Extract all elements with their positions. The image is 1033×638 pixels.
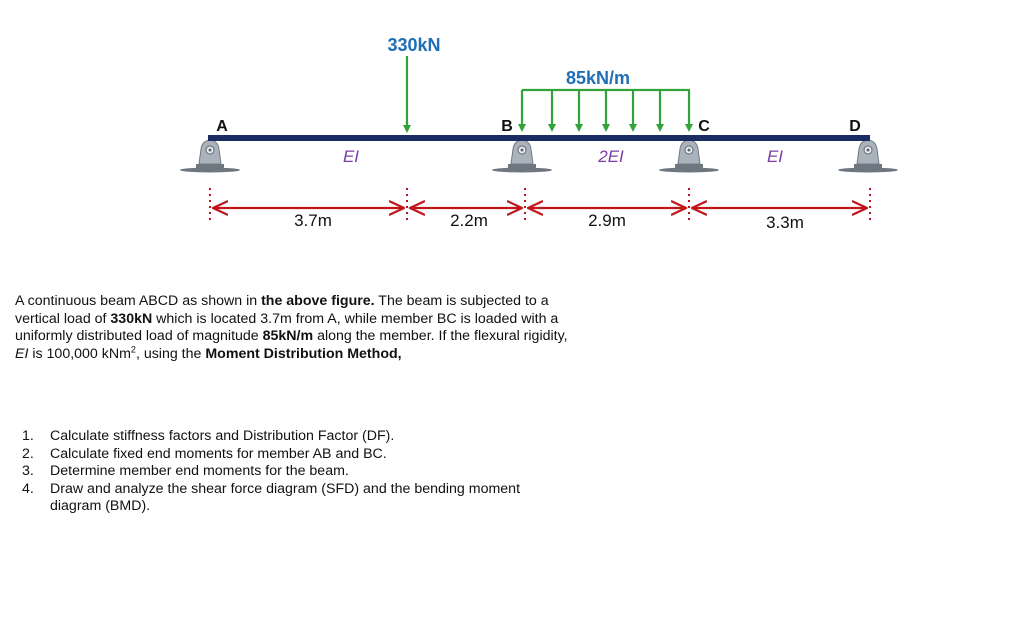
node-label-a: A	[216, 118, 228, 135]
task-text: Calculate stiffness factors and Distribu…	[50, 428, 395, 444]
task-item: 1. Calculate stiffness factors and Distri…	[22, 428, 582, 446]
problem-superscript: 2	[130, 343, 136, 354]
problem-text: The beam is subjected to a vertical load…	[15, 293, 549, 327]
problem-text: is 100,000 kNm	[28, 345, 131, 362]
task-number: 2.	[22, 445, 34, 462]
task-text: Determine member end moments for the bea…	[50, 463, 349, 479]
task-text: Calculate fixed end moments for member A…	[50, 445, 387, 462]
problem-ei: EI	[15, 345, 29, 362]
support-d	[837, 139, 899, 173]
task-number: 4.	[22, 480, 34, 497]
beam	[208, 135, 870, 141]
problem-text: A continuous beam ABCD as shown in	[15, 293, 262, 309]
udl-label: 85kN/m	[566, 68, 630, 88]
point-load-label: 330kN	[387, 35, 440, 55]
task-list: 1. Calculate stiffness factors and Distri…	[22, 428, 582, 516]
problem-text: which is located 3.7m from A, while memb…	[15, 310, 559, 345]
beam-figure: 330kN 85kN/m A B C D EI 2EI EI 3.7m 2.2m…	[179, 35, 899, 232]
node-label-c: C	[698, 118, 710, 135]
node-label-d: D	[849, 118, 861, 135]
dimension-label-load-b: 2.2m	[450, 211, 488, 230]
task-item: 4. Draw and analyze the shear force diagr…	[22, 481, 582, 516]
task-number: 1.	[22, 428, 34, 444]
rigidity-label-ab: EI	[343, 147, 359, 166]
problem-bold-udl: 85kN/m	[262, 328, 314, 344]
support-b	[491, 139, 553, 173]
dimension-label-ab: 3.7m	[294, 211, 332, 230]
udl-arrows	[518, 88, 693, 132]
rigidity-label-cd: EI	[767, 147, 783, 166]
task-item: 2. Calculate fixed end moments for member…	[22, 446, 582, 464]
node-label-b: B	[501, 118, 513, 135]
dimension-label-bc: 2.9m	[588, 211, 626, 230]
problem-bold-figure: the above figure.	[261, 293, 375, 309]
support-a	[179, 139, 241, 173]
problem-text: , using the	[135, 345, 206, 362]
task-number: 3.	[22, 463, 34, 479]
support-c	[658, 139, 720, 173]
rigidity-label-bc: 2EI	[597, 147, 624, 166]
problem-bold-load: 330kN	[110, 310, 153, 327]
problem-bold-method: Moment Distribution Method,	[205, 345, 402, 362]
problem-text: along the member. If the flexural rigidi…	[313, 328, 568, 344]
problem-statement: A continuous beam ABCD as shown in the a…	[15, 293, 575, 363]
dimension-label-cd: 3.3m	[766, 213, 804, 232]
task-text: Draw and analyze the shear force diagram…	[50, 480, 521, 515]
task-item: 3. Determine member end moments for the b…	[22, 463, 582, 481]
